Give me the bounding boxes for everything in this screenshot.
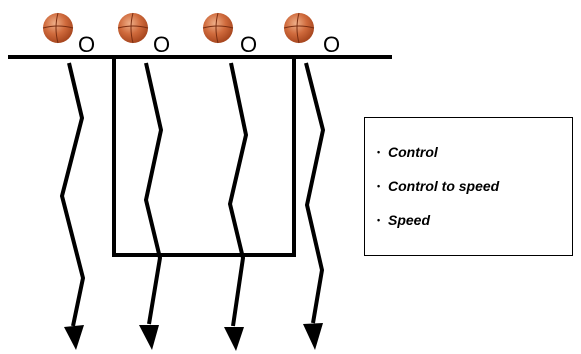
arrowhead-icon [64,325,84,350]
player-path [224,62,249,351]
basketball-icon [42,12,74,44]
arrowhead-icon [139,325,159,350]
player-path [59,62,86,350]
legend-item-control: • Control [377,144,438,160]
arrowhead-icon [303,323,323,350]
bullet-icon: • [377,215,381,225]
basketball-icon [117,12,149,44]
player-label: O [240,32,257,57]
bullet-icon: • [377,147,381,157]
player-label: O [78,32,95,57]
legend-label: Control [388,144,438,160]
legend-label: Speed [388,212,431,228]
bullet-icon: • [377,181,381,191]
legend-item-control-to-speed: • Control to speed [377,178,499,194]
player-label: O [153,32,170,57]
player-label: O [323,32,340,57]
legend: • Control • Control to speed • Speed [364,117,573,256]
zone-rectangle [112,55,296,257]
basketball-icon [283,12,315,44]
arrowhead-icon [224,327,244,351]
basketball-icon [202,12,234,44]
legend-item-speed: • Speed [377,212,430,228]
player-path [303,62,326,350]
legend-label: Control to speed [388,178,500,194]
player-path [139,62,164,350]
